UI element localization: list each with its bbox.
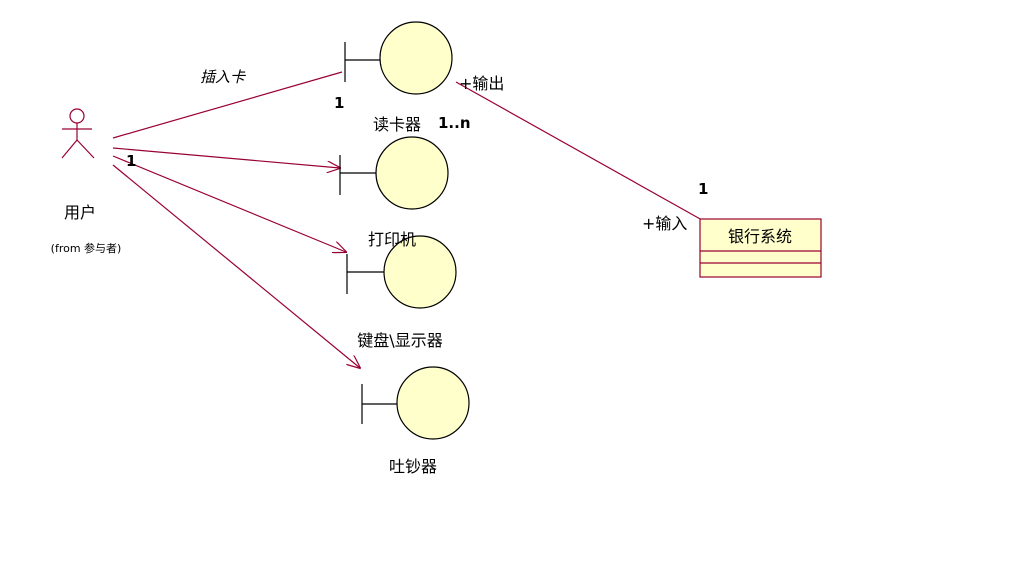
boundary-card-reader-label: 读卡器 <box>373 115 421 134</box>
output-role-label: +输出 <box>459 74 504 93</box>
class-bank-system[interactable] <box>699 218 822 278</box>
association-reader-bank[interactable] <box>455 81 703 221</box>
boundary-card-reader-icon[interactable] <box>344 21 453 95</box>
bank-multiplicity: 1 <box>698 180 708 198</box>
boundary-keyboard-display-icon[interactable] <box>346 235 457 309</box>
input-role-label: +输入 <box>642 214 687 233</box>
actor-icon[interactable] <box>61 108 95 159</box>
class-bank-system-name: 银行系统 <box>728 227 792 246</box>
boundary-keyboard-display-label: 键盘\显示器 <box>357 331 442 350</box>
reader-multiplicity: 1 <box>334 94 344 112</box>
association-keyboard-display[interactable] <box>112 155 346 252</box>
association-insert-card[interactable] <box>112 71 343 139</box>
reader-bank-multiplicity: 1..n <box>438 114 471 132</box>
boundary-printer-label: 打印机 <box>368 230 416 249</box>
boundary-cash-dispenser-icon[interactable] <box>361 366 470 440</box>
actor-package: (from 参与者) <box>51 241 122 255</box>
association-cash-dispenser[interactable] <box>112 164 360 368</box>
association-printer[interactable] <box>112 147 340 168</box>
boundary-printer-icon[interactable] <box>339 136 449 210</box>
boundary-cash-dispenser-label: 吐钞器 <box>389 457 437 476</box>
insert-card-label: 插入卡 <box>200 68 247 86</box>
actor-name: 用户 <box>64 203 96 222</box>
actor-multiplicity: 1 <box>126 152 136 170</box>
